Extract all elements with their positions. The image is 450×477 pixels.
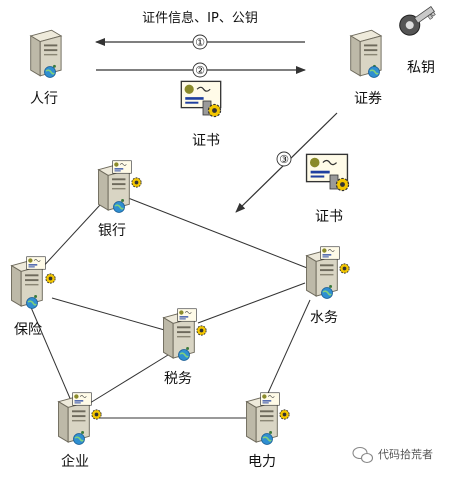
server-shuiwu-tax [163, 308, 207, 361]
gear-icon [45, 273, 56, 284]
node-label-shuiwu-tax: 税务 [164, 371, 192, 387]
gear-icon [279, 409, 290, 420]
step-2-badge [192, 62, 208, 78]
gear-icon [196, 325, 207, 336]
node-label-shuiwu-water: 水务 [310, 310, 338, 326]
wechat-watermark: 代码拾荒者 [352, 446, 433, 464]
step-1-badge [192, 34, 208, 50]
certificate-icon [26, 256, 46, 270]
watermark-text: 代码拾荒者 [378, 447, 433, 461]
step-1-label: ① [195, 36, 205, 49]
certificate-1-label: 证书 [192, 133, 220, 149]
node-label-yinhang: 银行 [98, 223, 126, 239]
wechat-icon [352, 446, 374, 464]
node-label-dianli: 电力 [248, 454, 276, 470]
certificate-icon [320, 246, 340, 260]
step-2-label: ② [195, 64, 205, 77]
globe-icon [368, 66, 380, 78]
node-label-zhengquan: 证券 [354, 91, 382, 107]
globe-icon [44, 66, 56, 78]
step-3-badge [276, 151, 292, 167]
certificate-2-icon [305, 153, 350, 192]
globe-icon [261, 433, 273, 445]
server-dianli [246, 392, 290, 445]
gear-icon [339, 263, 350, 274]
certificate-1-icon [180, 80, 222, 118]
certificate-icon [177, 308, 197, 322]
gear-icon [91, 409, 102, 420]
server-zhengquan [350, 29, 382, 78]
globe-icon [113, 201, 125, 213]
certificate-2-label: 证书 [315, 209, 343, 225]
globe-icon [321, 287, 333, 299]
private-key-label: 私钥 [407, 60, 435, 76]
network-links [29, 195, 321, 419]
certificate-icon [72, 392, 92, 406]
server-baoxian [11, 256, 56, 309]
certificate-icon [260, 392, 280, 406]
certificate-icon [112, 160, 132, 174]
globe-icon [26, 297, 38, 309]
node-label-renhang: 人行 [30, 91, 58, 107]
top-message: 证件信息、IP、公钥 [142, 10, 258, 26]
server-renhang [30, 29, 62, 78]
server-shuiwu-water [306, 246, 350, 299]
step-3-label: ③ [279, 153, 289, 166]
globe-icon [73, 433, 85, 445]
gear-icon [131, 177, 142, 188]
node-label-baoxian: 保险 [14, 322, 42, 338]
private-key-icon [399, 6, 436, 36]
server-yinhang [98, 160, 142, 213]
globe-icon [178, 349, 190, 361]
node-label-qiye: 企业 [61, 453, 89, 470]
